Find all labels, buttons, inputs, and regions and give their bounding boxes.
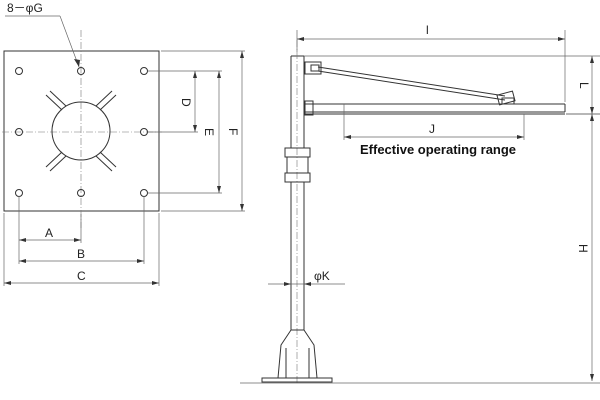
bolt-hole (140, 189, 148, 197)
bolt-hole (140, 67, 148, 75)
dim-j-label: J (429, 122, 435, 136)
column-bearing-body (286, 156, 309, 174)
dim-f-label: F (226, 128, 240, 135)
bolt-hole (15, 128, 23, 136)
dim-k-label: φK (314, 269, 330, 283)
arm-end-fitting (496, 90, 516, 106)
effective-operating-range-caption: Effective operating range (360, 142, 516, 157)
column-pipe-circle (51, 101, 111, 161)
dim-e-label: E (202, 128, 216, 136)
dim-d-label: D (179, 98, 193, 107)
column-bearing-lower (284, 172, 311, 183)
base-plate-plan-view: 8－φG A B C D E (2, 1, 245, 286)
dim-l-side-label: L (577, 82, 591, 89)
dim-h-label: H (576, 244, 590, 253)
bolt-hole (140, 128, 148, 136)
dim-c-label: C (77, 269, 86, 283)
base-plate-side (261, 377, 333, 383)
column-bearing-upper (284, 147, 311, 158)
bolt-hole (77, 189, 85, 197)
dim-b-label: B (77, 247, 85, 261)
bolt-hole (15, 189, 23, 197)
bolt-hole (77, 67, 85, 75)
gusset-ribs (45, 90, 117, 172)
dim-a-label: A (45, 226, 53, 240)
hole-count-label: 8－φG (7, 1, 43, 15)
base-plate-outline (3, 50, 160, 212)
bolt-holes (15, 67, 148, 197)
tie-rod-bracket (304, 61, 322, 75)
jib-crane-side-view: l L J Effective operating range H φK (240, 23, 600, 385)
dim-l-upper-label: l (426, 23, 429, 37)
bolt-hole (15, 67, 23, 75)
